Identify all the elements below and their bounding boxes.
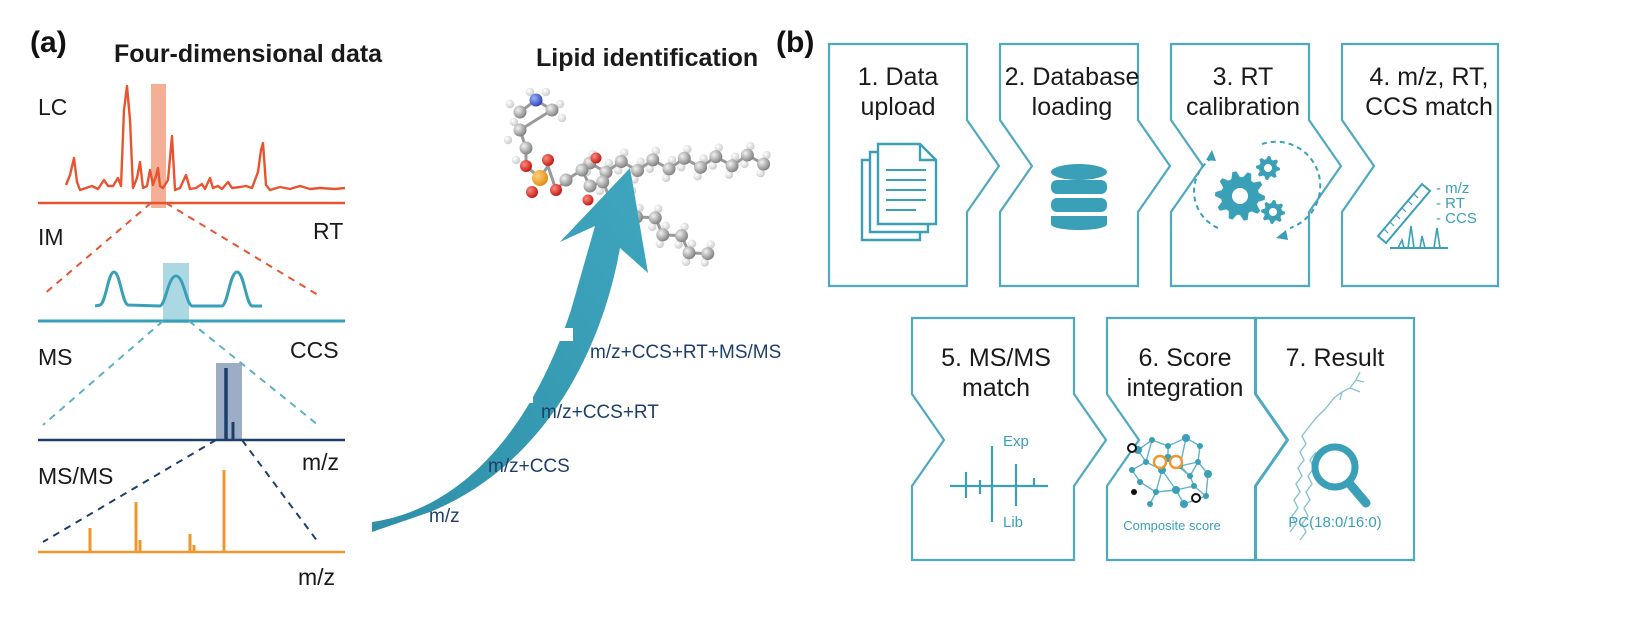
ms-axis-label: m/z [302, 449, 339, 475]
step-6-title-line1: 6. Score [1138, 344, 1231, 372]
step-5-exp-label: Exp [1003, 433, 1029, 450]
lipid-molecule-icon [503, 87, 771, 267]
step-2-title-line1: 2. Database [1005, 63, 1140, 91]
step-4: 4. m/z, RT, CCS match - m/z - RT - CCS [1365, 63, 1493, 249]
step-3: 3. RT calibration [1186, 63, 1322, 240]
database-icon [1051, 164, 1107, 230]
ms-to-msms-zoom-right [241, 439, 319, 543]
lc-axis-label: RT [313, 218, 343, 244]
level-label-1: m/z [429, 506, 460, 527]
ms-row: MS m/z [38, 344, 345, 475]
step-7-caption: PC(18:0/16:0) [1288, 514, 1381, 531]
im-label: IM [38, 224, 64, 250]
ms-to-msms-zoom-left [42, 439, 217, 543]
gears-icon [1193, 140, 1322, 240]
ms-label: MS [38, 344, 73, 370]
panel-a-label: (a) [30, 26, 67, 59]
lc-to-im-zoom-right [165, 202, 319, 296]
step-3-chevron [1169, 42, 1343, 288]
im-to-ms-zoom-left [42, 320, 164, 426]
confidence-arrow [372, 168, 648, 532]
level-label-4: m/z+CCS+RT+MS/MS [590, 342, 781, 363]
panel-a: (a) Four-dimensional data LC RT IM CCS M… [30, 26, 383, 590]
step-6-caption: Composite score [1123, 518, 1221, 533]
msms-axis-label: m/z [298, 564, 335, 590]
step-4-legend-mz: - m/z [1436, 180, 1469, 197]
step-1: 1. Data upload [858, 63, 939, 242]
panel-a-heading: Four-dimensional data [114, 40, 383, 68]
lc-to-im-zoom-left [42, 202, 152, 296]
msms-row: MS/MS m/z [38, 463, 345, 590]
level-marker-2 [476, 441, 487, 452]
im-mobilogram-trace [94, 270, 262, 308]
lc-row: LC RT [38, 84, 346, 244]
step-5-chevron [910, 316, 1108, 562]
step-1-title-line1: 1. Data [858, 63, 939, 91]
step-2-title-line2: loading [1032, 93, 1113, 121]
level-marker-4 [560, 328, 573, 341]
step-3-title-line1: 3. RT [1213, 63, 1274, 91]
ms-highlight-band [216, 363, 242, 441]
step-2: 2. Database loading [1005, 63, 1140, 230]
msms-label: MS/MS [38, 463, 113, 489]
level-label-2: m/z+CCS [488, 456, 570, 477]
im-row: IM CCS [38, 224, 345, 363]
lc-label: LC [38, 94, 67, 120]
step-7-title-line1: 7. Result [1286, 344, 1385, 372]
step-6: 6. Score integration Composite score [1123, 344, 1243, 533]
im-to-ms-zoom-right [188, 320, 319, 426]
step-4-chevron [1340, 42, 1500, 288]
level-label-3: m/z+CCS+RT [541, 402, 659, 423]
step-1-title-line2: upload [860, 93, 935, 121]
step-5-title-line1: 5. MS/MS [941, 344, 1051, 372]
step-6-title-line2: integration [1127, 374, 1244, 402]
panel-b: (b) 1. Data upload 2. Database [776, 26, 1500, 562]
level-marker-3 [520, 390, 533, 403]
step-4-title-line1: 4. m/z, RT, [1369, 63, 1488, 91]
step-5-lib-label: Lib [1003, 514, 1023, 531]
level-marker-1 [422, 488, 433, 499]
network-icon [1127, 434, 1212, 508]
step-4-legend-ccs: - CCS [1436, 210, 1477, 227]
step-5: 5. MS/MS match Exp Lib [941, 344, 1051, 531]
step-5-title-line2: match [962, 374, 1030, 402]
documents-icon [860, 142, 938, 242]
im-axis-label: CCS [290, 337, 339, 363]
step-3-title-line2: calibration [1186, 93, 1300, 121]
workflow-chevrons [827, 42, 1500, 562]
lipid-heading: Lipid identification [536, 44, 758, 72]
step-7-chevron [1254, 316, 1416, 562]
mirror-spectrum-icon [950, 446, 1048, 522]
lc-highlight-band [151, 84, 166, 208]
magnifier-icon [1311, 443, 1371, 508]
lipid-identification: Lipid identification Identification conf… [372, 44, 781, 532]
lc-chromatogram-trace [64, 84, 346, 192]
step-7: 7. Result PC(18:0/16:0) [1286, 344, 1385, 541]
panel-b-label: (b) [776, 26, 814, 59]
step-4-legend-rt: - RT [1436, 195, 1465, 212]
ruler-spectrum-icon [1376, 182, 1448, 249]
step-4-title-line2: CCS match [1365, 93, 1493, 121]
